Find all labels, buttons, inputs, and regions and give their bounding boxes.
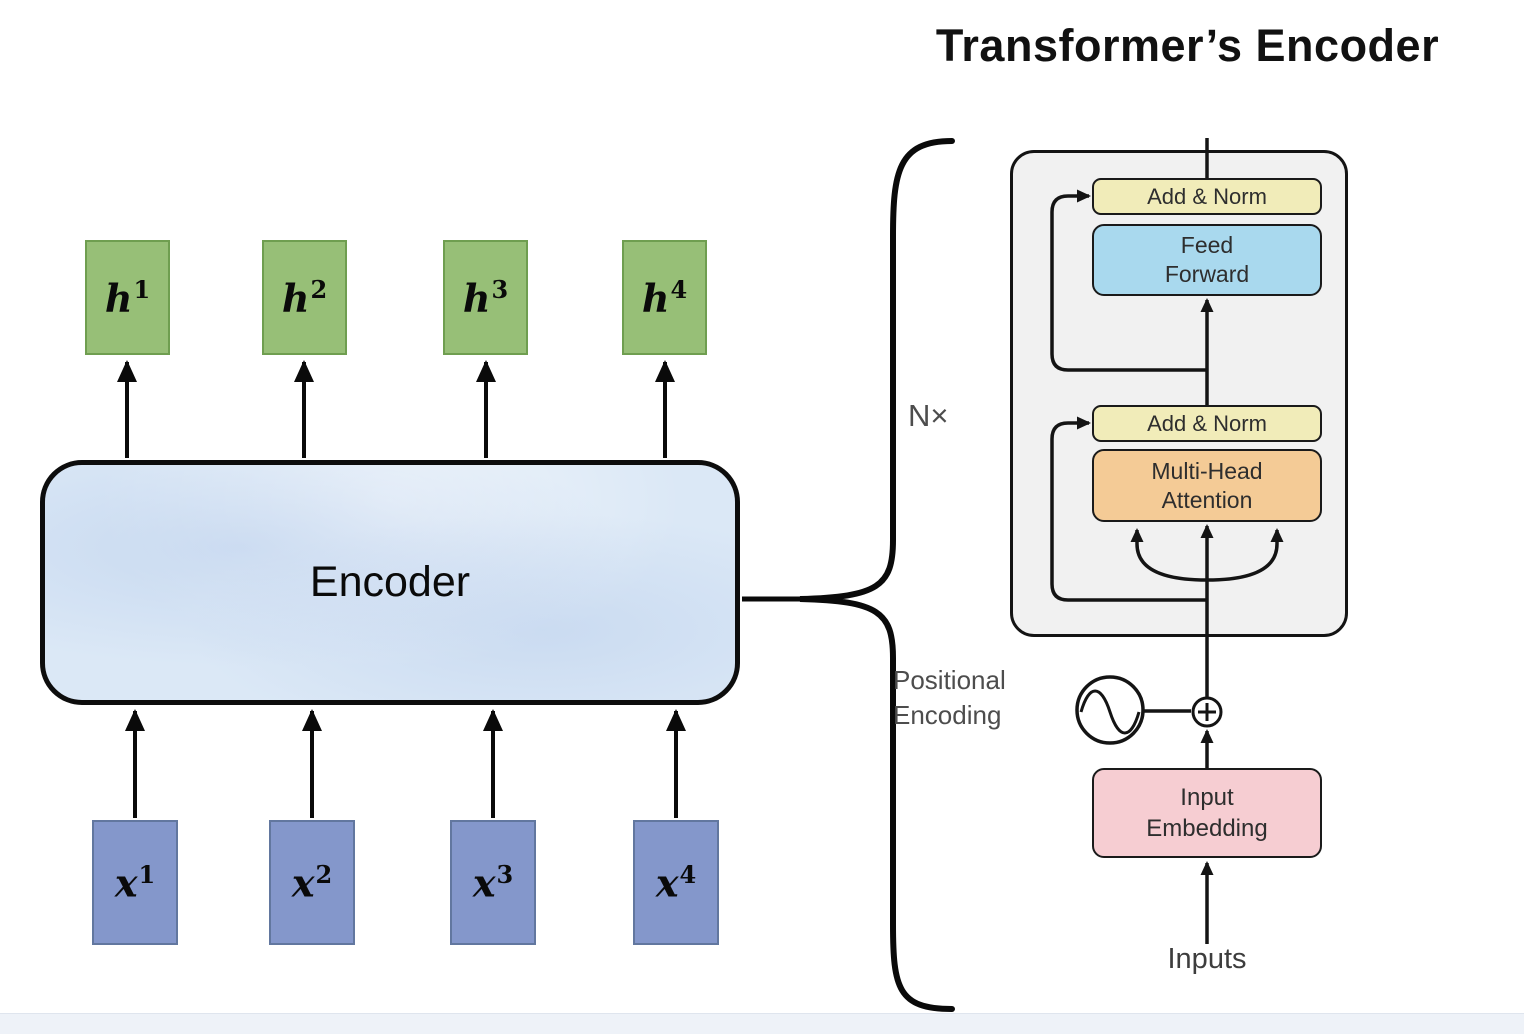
bottom-window-edge xyxy=(0,1013,1524,1034)
inputs-label: Inputs xyxy=(1167,943,1247,975)
add-norm-top-block: Add & Norm xyxy=(1092,178,1322,215)
add-norm-bottom-block: Add & Norm xyxy=(1092,405,1322,442)
hidden-state-label: h1 xyxy=(104,274,151,321)
sine-wave-icon xyxy=(1075,675,1145,745)
add-norm-top-label: Add & Norm xyxy=(1147,183,1267,209)
input-vector-label: x2 xyxy=(291,859,333,906)
multi-head-attention-block: Multi-Head Attention xyxy=(1092,449,1322,522)
hidden-state-box-3: h3 xyxy=(443,240,528,355)
multi-head-attention-label: Multi-Head Attention xyxy=(1151,457,1263,513)
input-vector-label: x4 xyxy=(655,859,697,906)
hidden-state-label: h3 xyxy=(462,274,509,321)
input-embedding-label: Input Embedding xyxy=(1146,783,1268,842)
input-vector-label: x3 xyxy=(472,859,514,906)
feed-forward-label: Feed Forward xyxy=(1164,232,1250,287)
plus-circle-icon xyxy=(1191,696,1223,728)
hidden-state-box-2: h2 xyxy=(262,240,347,355)
feed-forward-block: Feed Forward xyxy=(1092,224,1322,296)
hidden-state-label: h4 xyxy=(641,274,688,321)
encoder-label: Encoder xyxy=(309,558,471,606)
curly-brace xyxy=(742,138,955,1012)
encoder-box: Encoder xyxy=(40,460,740,705)
hidden-state-box-4: h4 xyxy=(622,240,707,355)
input-vector-box-4: x4 xyxy=(633,820,719,945)
hidden-state-box-1: h1 xyxy=(85,240,170,355)
add-norm-bottom-label: Add & Norm xyxy=(1147,410,1267,436)
positional-encoding-label: Positional Encoding xyxy=(893,665,1006,731)
input-to-encoder-arrows xyxy=(125,709,686,818)
hidden-state-label: h2 xyxy=(281,274,328,321)
input-vector-box-2: x2 xyxy=(269,820,355,945)
encoder-to-hidden-arrows xyxy=(117,360,675,458)
page-title: Transformer’s Encoder xyxy=(935,20,1440,71)
input-vector-box-1: x1 xyxy=(92,820,178,945)
repeat-count-label: N× xyxy=(908,398,949,433)
input-embedding-block: Input Embedding xyxy=(1092,768,1322,858)
input-vector-label: x1 xyxy=(114,859,156,906)
input-vector-box-3: x3 xyxy=(450,820,536,945)
